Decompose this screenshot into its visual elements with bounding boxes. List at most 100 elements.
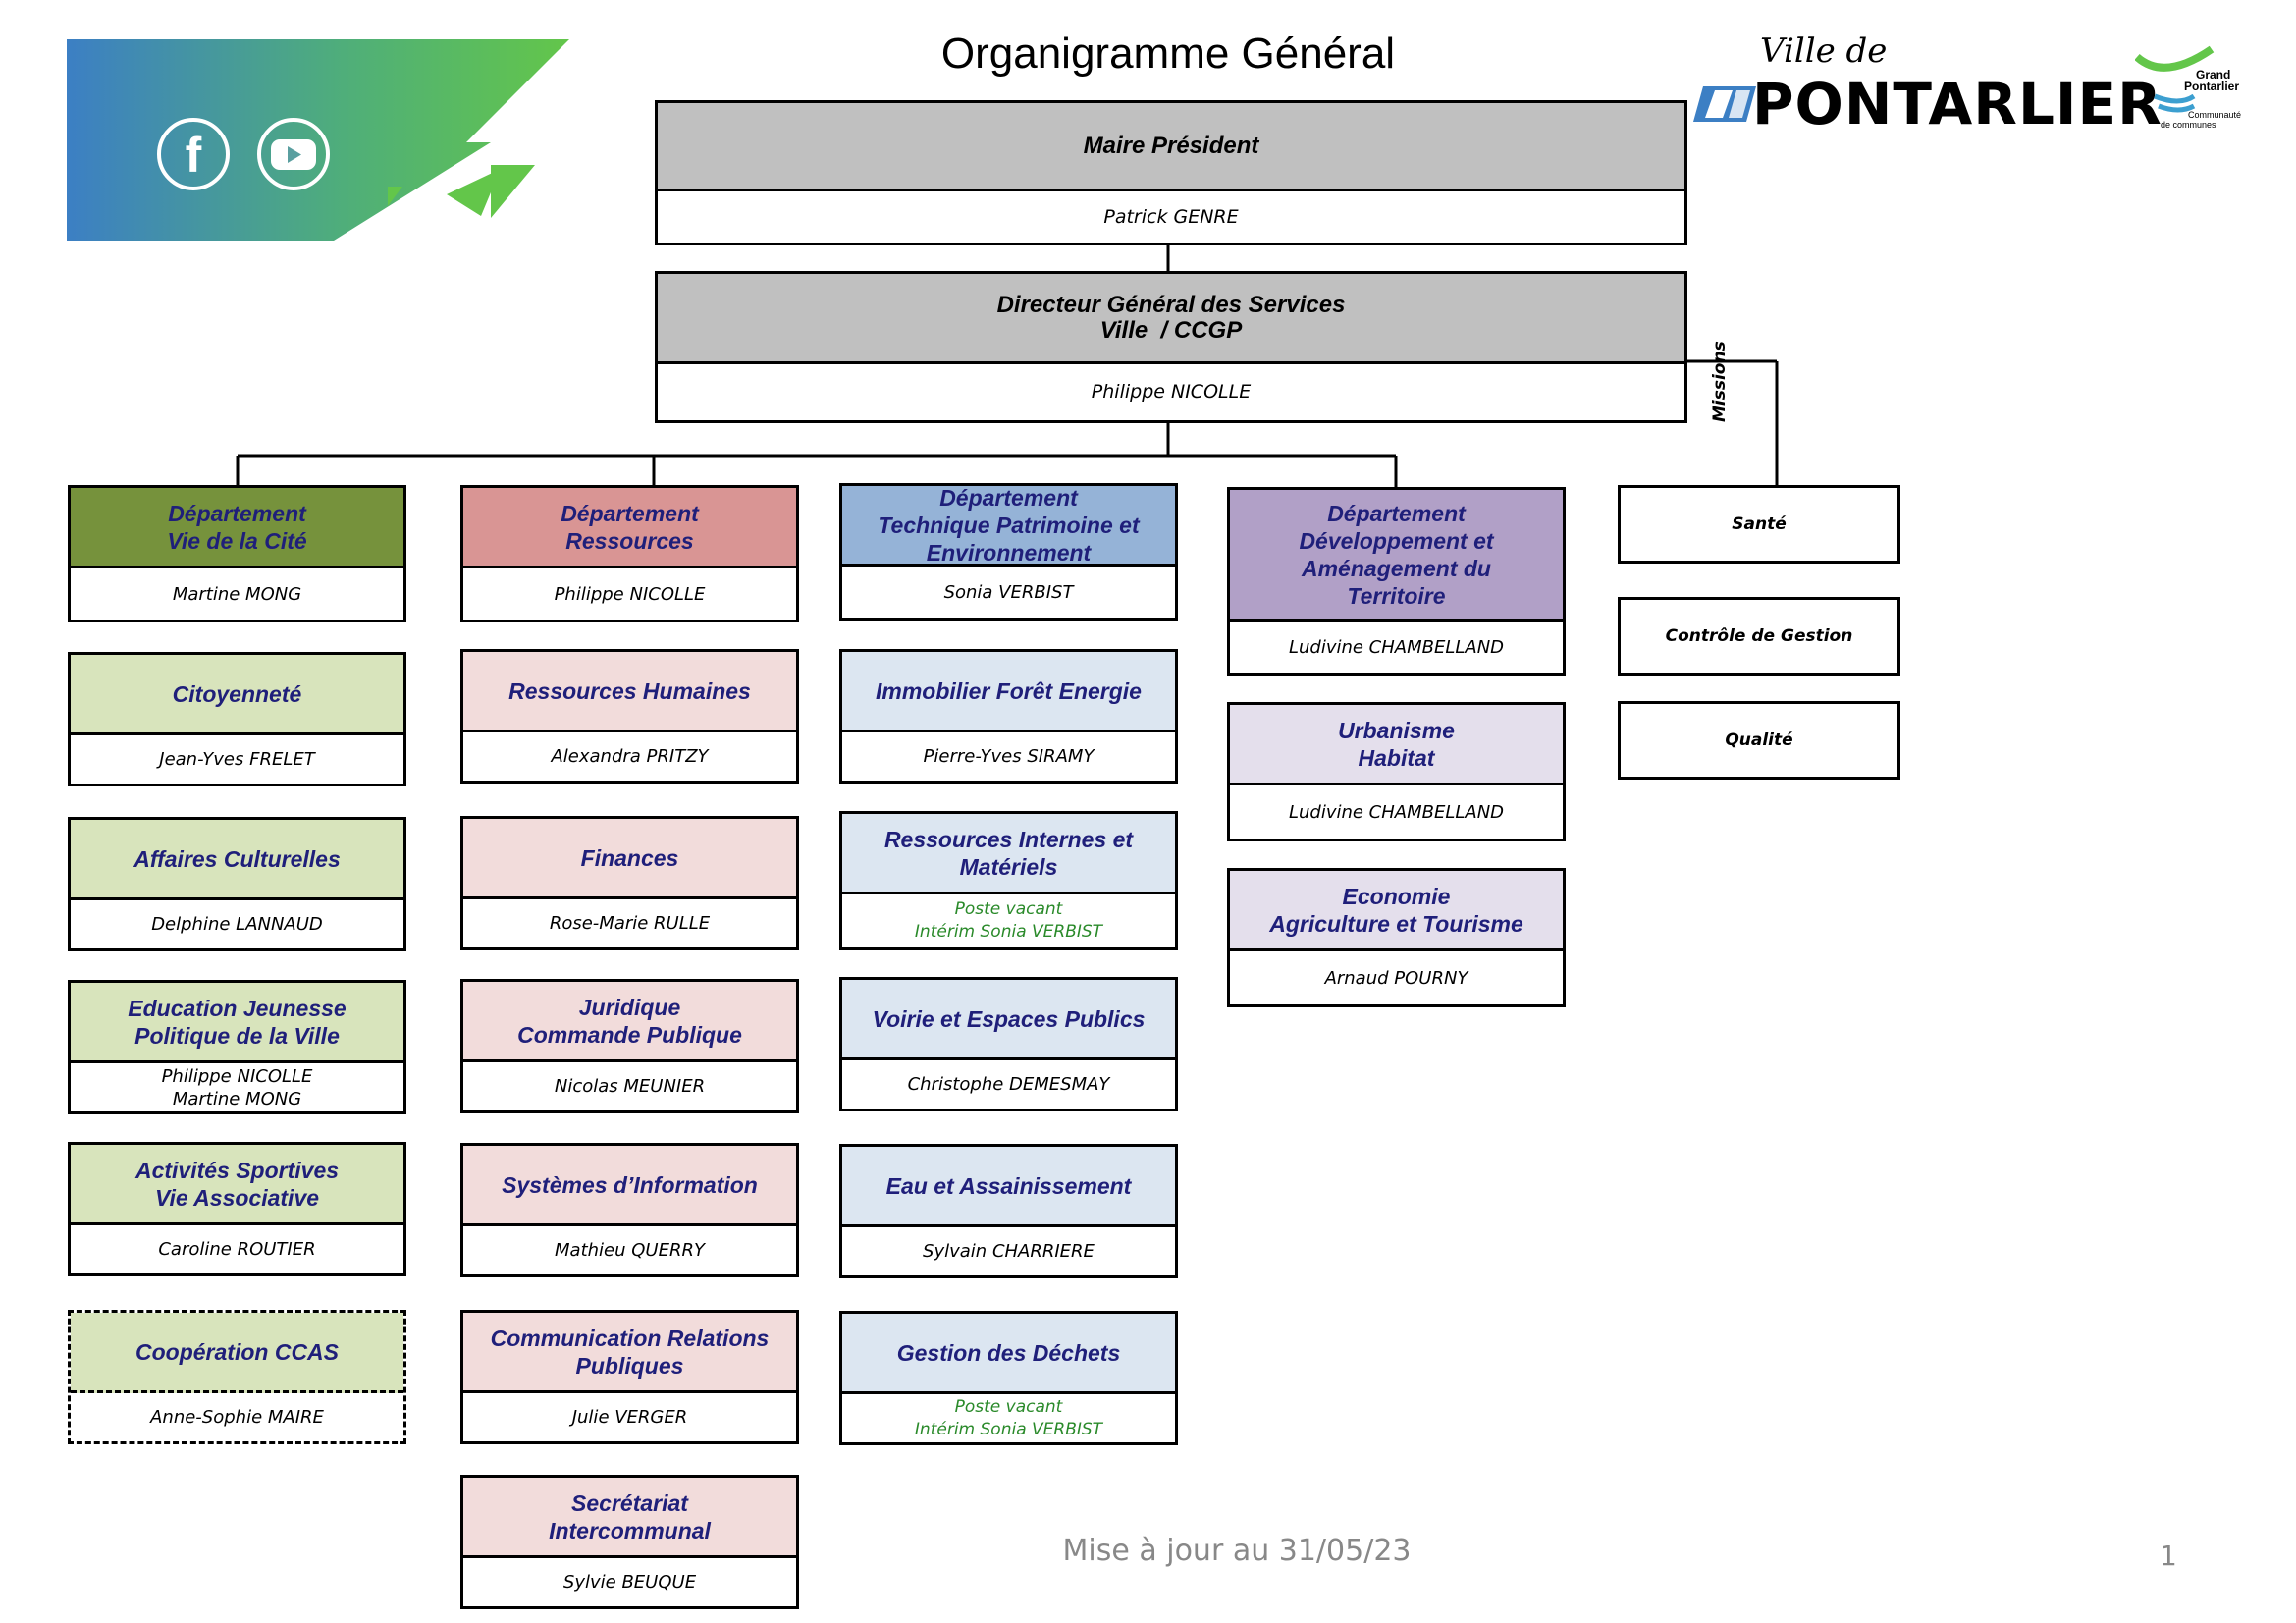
gp-line1: Grand [2196,68,2230,81]
service-2-6-box-person: Sylvie BEUQUE [562,1572,697,1593]
service-2-5-box-person: Julie VERGER [571,1407,688,1428]
service-2-3-box-title: Juridique Commande Publique [463,982,796,1062]
dept-2-box-body: Philippe NICOLLE [463,568,796,620]
logo-main-text: PONTARLIER [1752,71,2163,137]
service-1-5-box: Coopération CCAS Anne-Sophie MAIRE [68,1310,406,1444]
service-1-5-box-body: Anne-Sophie MAIRE [71,1393,403,1441]
svg-text:f: f [186,128,202,183]
mission-box-2: Contrôle de Gestion [1618,597,1900,676]
service-2-2-box-person: Rose-Marie RULLE [549,913,711,934]
service-4-2-box-person: Arnaud POURNY [1324,967,1468,989]
gp-line4: de communes [2161,120,2216,130]
service-2-6-box-title: Secrétariat Intercommunal [463,1478,796,1558]
maire-box-title: Maire Président [658,103,1684,191]
dgs-title-line1: Directeur Général des Services [996,291,1346,318]
update-date: Mise à jour au 31/05/23 [1062,1534,1412,1568]
service-1-3-box-person: Philippe NICOLLE Martine MONG [161,1065,313,1109]
service-1-1-box-person: Jean-Yves FRELET [159,749,315,770]
service-1-4-box-title: Activités Sportives Vie Associative [71,1145,403,1225]
service-4-1-box-title: Urbanisme Habitat [1230,705,1563,785]
service-2-5-box-title: Communication Relations Publiques [463,1313,796,1393]
dept-1-box-person: Martine MONG [172,583,302,605]
gp-line3: Communauté [2188,110,2241,120]
service-2-1-box-person: Alexandra PRITZY [551,746,709,767]
youtube-icon[interactable] [257,118,330,190]
page-title: Organigramme Général [940,29,1396,78]
service-2-2-box-title: Finances [463,819,796,899]
dept-4-box: Département Développement et Aménagement… [1227,487,1566,676]
service-2-6-box-body: Sylvie BEUQUE [463,1558,796,1606]
service-3-5-box-vacant1: Poste vacant [954,1396,1063,1417]
service-1-2-box-person: Delphine LANNAUD [151,914,323,935]
header-banner: f [67,39,569,241]
service-3-3-box-person: Christophe DEMESMAY [907,1074,1110,1095]
gp-line2: Pontarlier [2184,80,2239,93]
dept-1-box-body: Martine MONG [71,568,403,620]
service-3-4-box-body: Sylvain CHARRIERE [842,1227,1175,1275]
service-2-5-box-body: Julie VERGER [463,1393,796,1441]
service-2-4-box-body: Mathieu QUERRY [463,1226,796,1274]
dept-4-box-body: Ludivine CHAMBELLAND [1230,622,1563,673]
service-4-1-box-person: Ludivine CHAMBELLAND [1288,801,1505,823]
service-1-3-box: Education Jeunesse Politique de la Ville… [68,980,406,1114]
mission-box-3: Qualité [1618,701,1900,780]
facebook-icon[interactable]: f [157,118,230,190]
dept-1-box-title: Département Vie de la Cité [71,488,403,568]
service-1-2-box-title: Affaires Culturelles [71,820,403,900]
service-2-4-box-title: Systèmes d’Information [463,1146,796,1226]
service-2-2-box-body: Rose-Marie RULLE [463,899,796,947]
service-3-2-box-vacant1: Poste vacant [954,899,1063,919]
service-2-4-box-person: Mathieu QUERRY [555,1240,705,1261]
logo-flag-icon [1693,86,1756,122]
service-2-1-box-body: Alexandra PRITZY [463,732,796,781]
dept-2-box-person: Philippe NICOLLE [554,583,706,605]
maire-box-person: Patrick GENRE [1103,205,1239,228]
service-2-3-box-person: Nicolas MEUNIER [554,1076,706,1097]
logo-ville-text: Ville de [1760,31,1888,71]
grand-pontarlier-logo: Grand Pontarlier Communauté de communes [2135,45,2241,130]
service-1-2-box-body: Delphine LANNAUD [71,900,403,948]
service-1-5-box-title: Coopération CCAS [71,1313,403,1393]
service-3-5-box-vacant2: Intérim Sonia VERBIST [914,1419,1103,1439]
dept-3-box-title: Département Technique Patrimoine et Envi… [842,485,1175,567]
dept-4-box-title: Département Développement et Aménagement… [1230,490,1563,622]
missions-label: Missions [1710,341,1730,422]
page-number: 1 [2160,1540,2177,1572]
service-3-1-box-body: Pierre-Yves SIRAMY [842,732,1175,781]
dgs-title-line2: Ville / CCGP [1099,316,1243,344]
mission-box-1: Santé [1618,485,1900,564]
service-3-2-box-vacant2: Intérim Sonia VERBIST [914,922,1103,942]
dept-3-box-body: Sonia VERBIST [842,567,1175,618]
service-1-5-box-person: Anne-Sophie MAIRE [150,1407,324,1428]
dept-4-box-person: Ludivine CHAMBELLAND [1288,636,1505,658]
service-1-3-box-title: Education Jeunesse Politique de la Ville [71,983,403,1063]
service-1-3-box-body: Philippe NICOLLE Martine MONG [71,1063,403,1111]
service-3-3-box-body: Christophe DEMESMAY [842,1060,1175,1109]
pontarlier-logo: Ville de PONTARLIER Grand Pontarlier Com… [1693,31,2243,145]
service-3-3-box-title: Voirie et Espaces Publics [842,980,1175,1060]
service-1-1-box-body: Jean-Yves FRELET [71,735,403,784]
service-4-1-box-body: Ludivine CHAMBELLAND [1230,785,1563,839]
service-4-2-box-title: Economie Agriculture et Tourisme [1230,871,1563,951]
dgs-box-person: Philippe NICOLLE [1091,381,1252,403]
